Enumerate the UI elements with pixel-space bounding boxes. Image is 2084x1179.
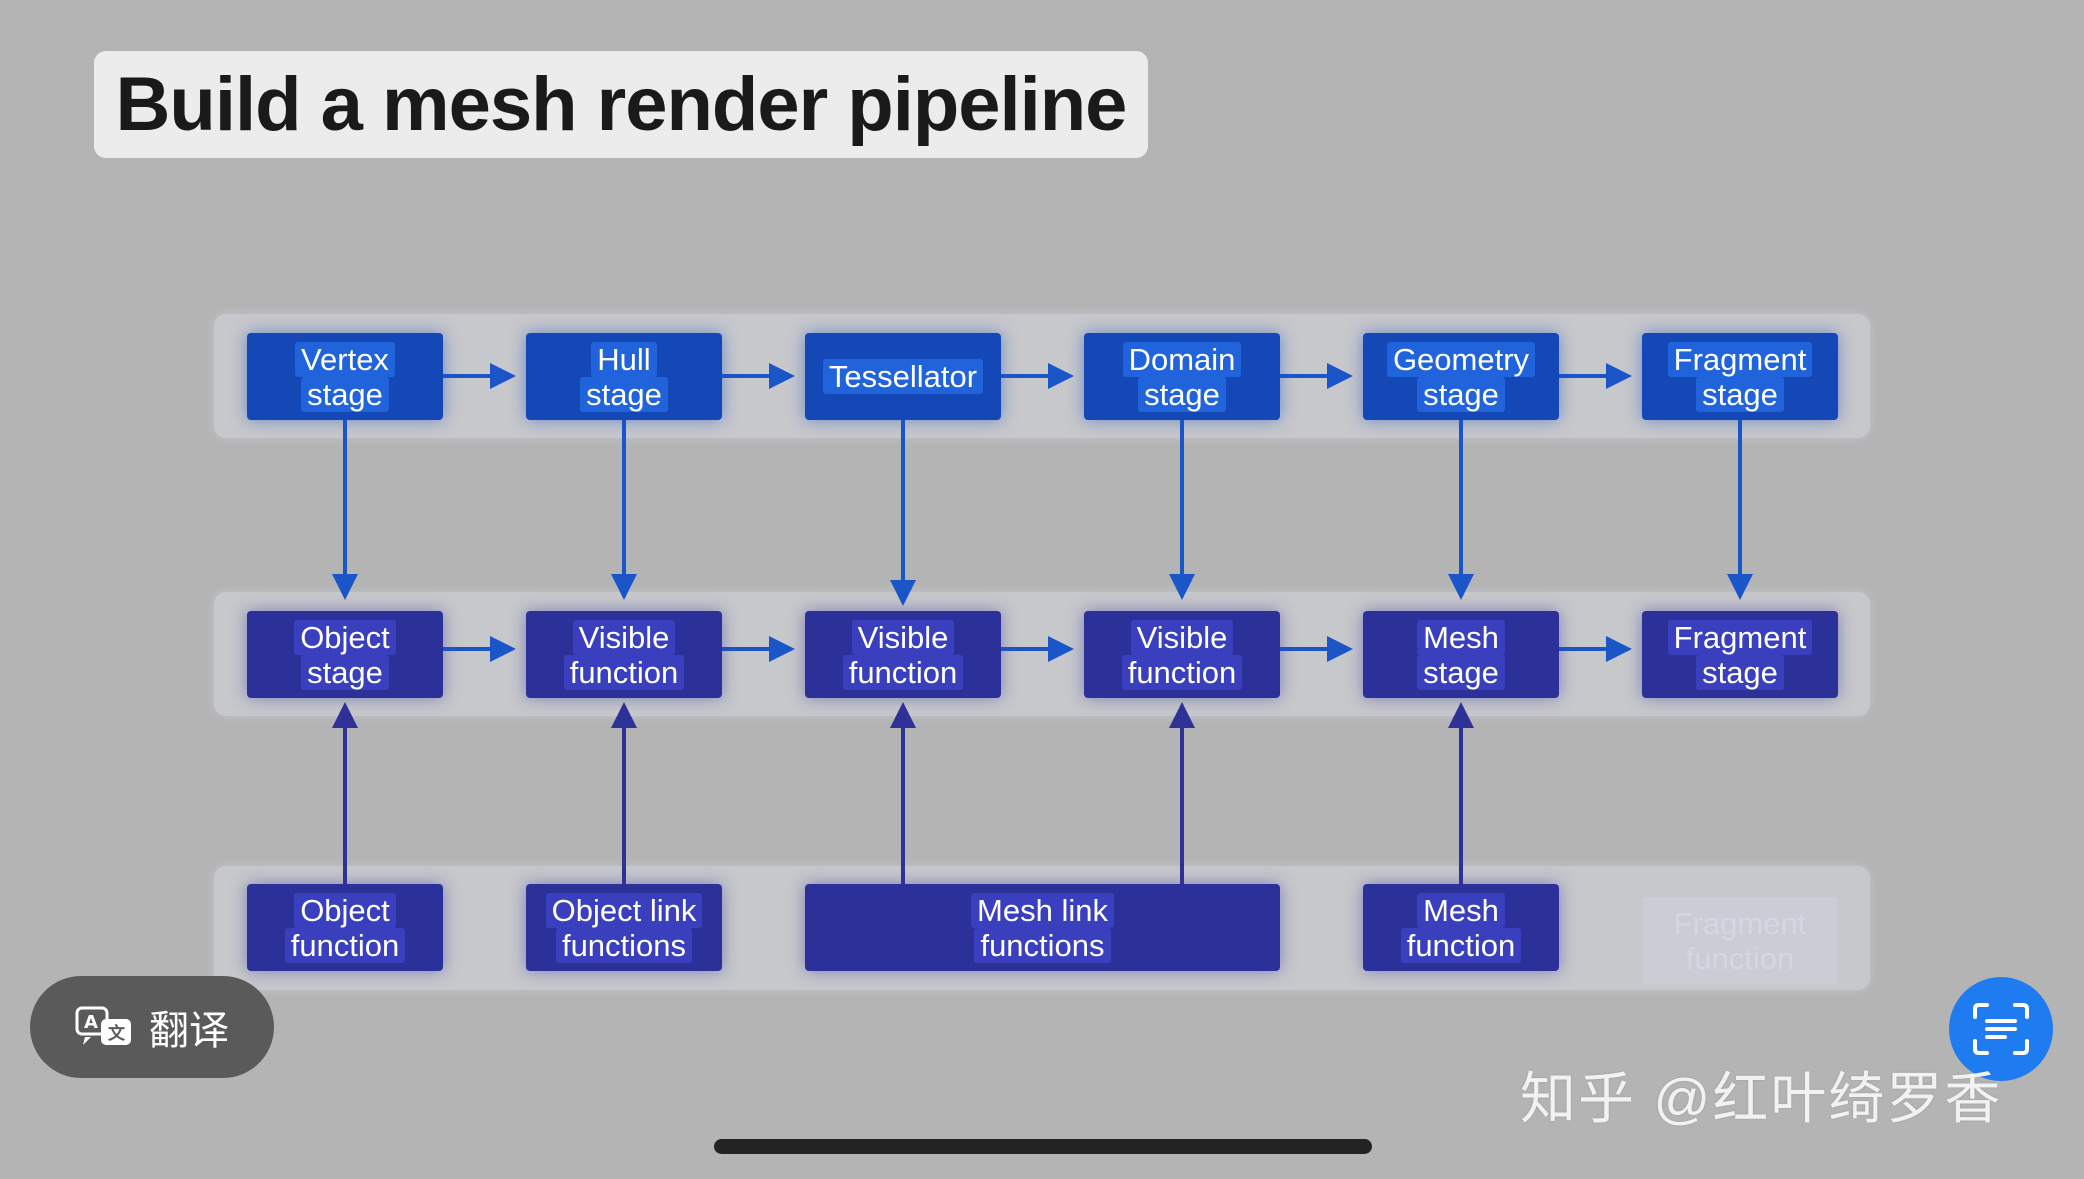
visible-function-node-1: Visible function [526,611,722,698]
scan-text-icon [1973,1003,2029,1055]
translate-button[interactable]: A 文 翻译 [30,976,274,1078]
node-label: function [1685,940,1795,976]
node-label: Object [294,619,396,655]
fragment-stage-node-top: Fragment stage [1642,333,1838,420]
slide-title-box: Build a mesh render pipeline [94,51,1148,158]
domain-stage-node: Domain stage [1084,333,1280,420]
row1-to-row2-vertical-arrows [332,420,1753,606]
vertex-stage-node: Vertex stage [247,333,443,420]
translate-icon: A 文 [75,1006,131,1045]
svg-text:A: A [84,1012,98,1033]
node-label: Vertex [295,341,395,377]
node-label: Tessellator [822,359,984,394]
node-label: Object [294,892,396,928]
visible-function-node-3: Visible function [1084,611,1280,698]
object-stage-node: Object stage [247,611,443,698]
hull-stage-node: Hull stage [526,333,722,420]
fragment-function-node-faded: Fragment function [1642,897,1838,984]
node-label: function [1400,927,1522,963]
mesh-stage-node: Mesh stage [1363,611,1559,698]
node-label: Mesh [1417,619,1505,655]
node-label: Fragment [1667,341,1813,377]
node-label: Mesh link [971,892,1114,928]
node-label: stage [1696,376,1784,412]
fragment-stage-node-mesh: Fragment stage [1642,611,1838,698]
node-label: Object link [545,892,703,928]
node-label: Visible [1130,619,1234,655]
mesh-link-functions-node: Mesh link functions [805,884,1280,971]
node-label: Hull [591,341,657,377]
home-indicator[interactable] [714,1139,1372,1154]
node-label: stage [1138,376,1226,412]
node-label: functions [555,927,693,963]
slide-title: Build a mesh render pipeline [115,62,1128,147]
node-label: function [563,654,685,690]
node-label: Geometry [1386,341,1536,377]
tessellator-node: Tessellator [805,333,1001,420]
object-function-node: Object function [247,884,443,971]
svg-text:文: 文 [108,1023,126,1044]
node-label: stage [1417,654,1505,690]
node-label: functions [974,927,1111,963]
object-link-functions-node: Object link functions [526,884,722,971]
mesh-function-node: Mesh function [1363,884,1559,971]
translate-label: 翻译 [149,1009,229,1053]
node-label: function [284,927,406,963]
node-label: stage [580,376,668,412]
node-label: stage [301,376,389,412]
node-label: Mesh [1417,892,1505,928]
zhihu-watermark: 知乎 @红叶绮罗香 [1520,1067,2003,1130]
node-label: Domain [1122,341,1242,377]
visible-function-node-2: Visible function [805,611,1001,698]
scan-text-button[interactable] [1949,977,2053,1081]
node-label: Visible [851,619,955,655]
node-label: stage [301,654,389,690]
node-label: stage [1696,654,1784,690]
node-label: function [842,654,964,690]
node-label: Fragment [1673,905,1807,941]
geometry-stage-node: Geometry stage [1363,333,1559,420]
node-label: function [1121,654,1243,690]
node-label: Visible [572,619,676,655]
row3-to-row2-vertical-arrows [332,702,1474,884]
node-label: Fragment [1667,619,1813,655]
node-label: stage [1417,376,1505,412]
